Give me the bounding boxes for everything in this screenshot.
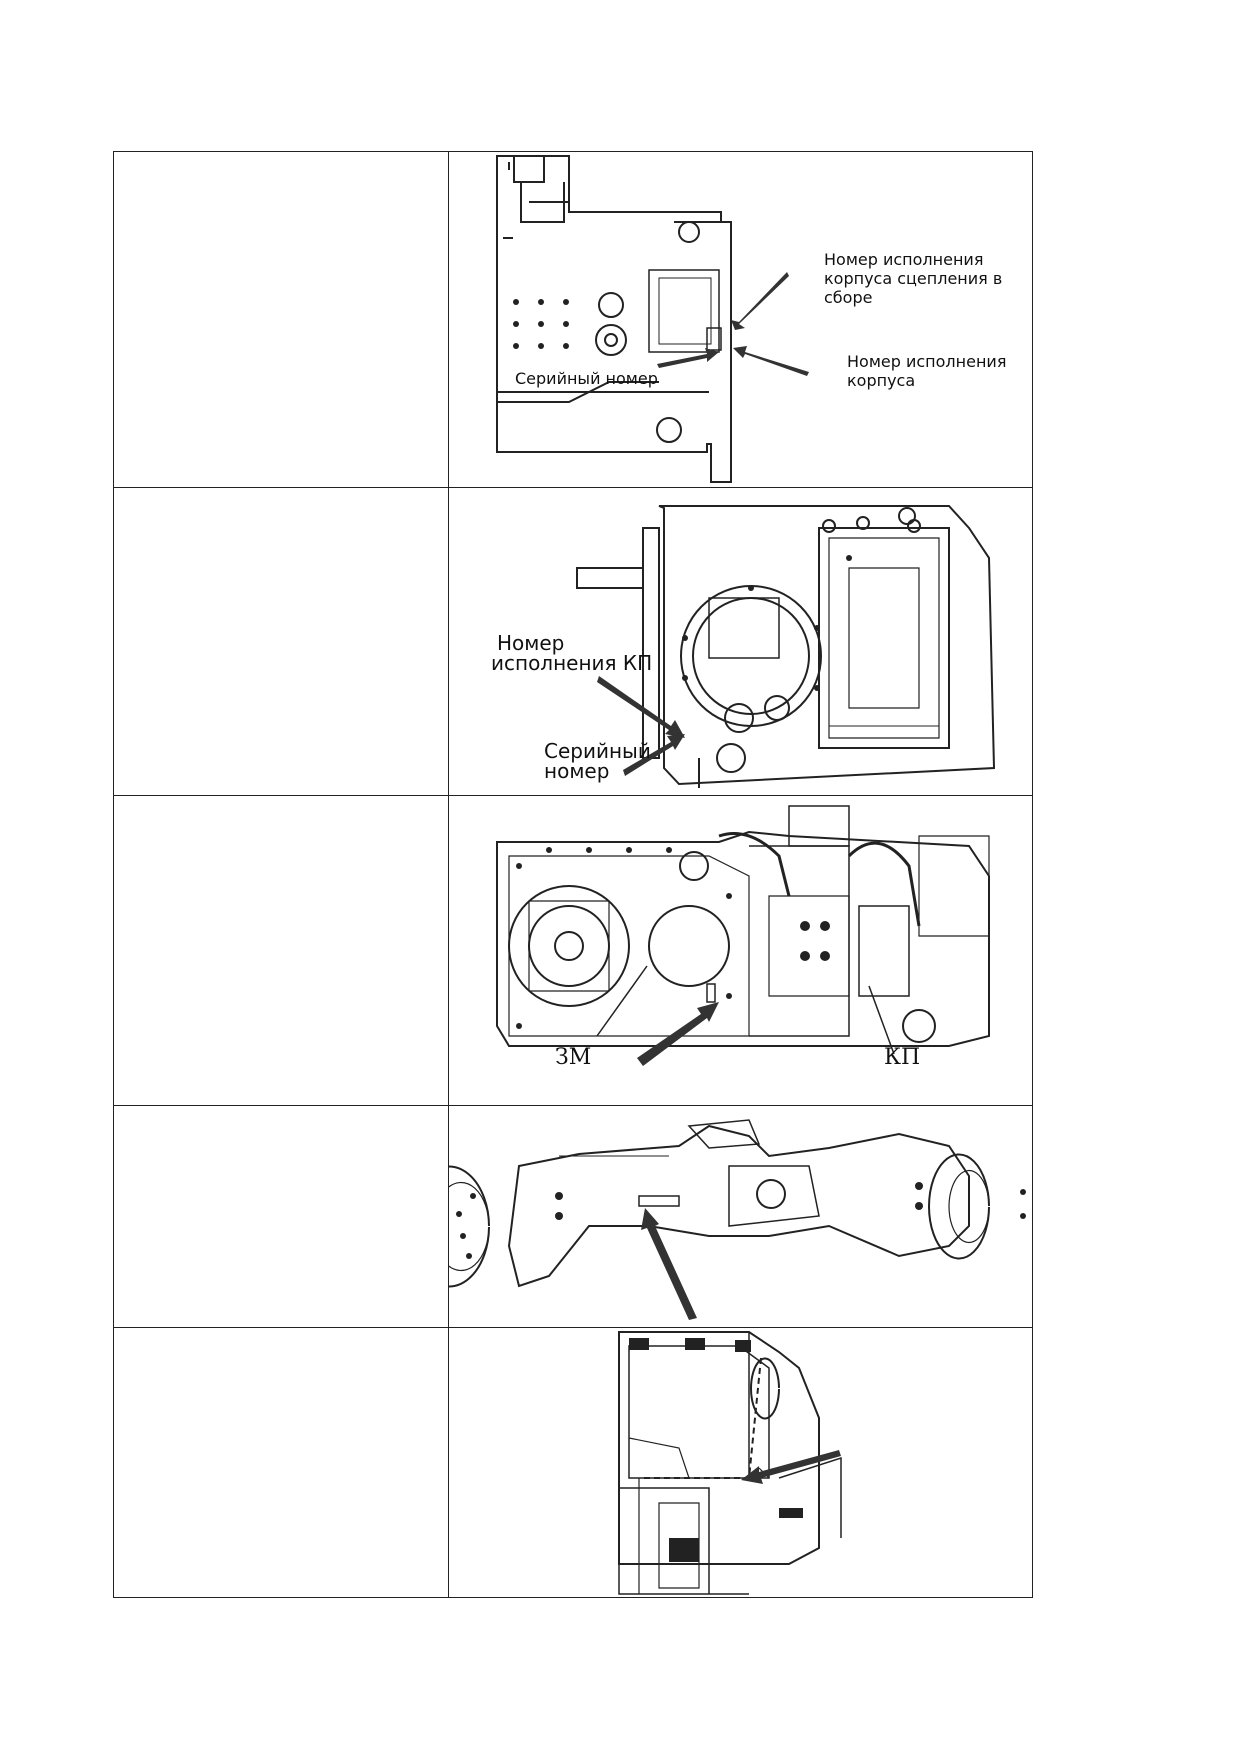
arrow-serial-number bbox=[623, 734, 685, 776]
figure-cell: Номер исполнения корпуса сцепления в сбо… bbox=[448, 151, 1033, 488]
figure-cell bbox=[448, 1105, 1033, 1328]
label-final-drive: ЗМ bbox=[555, 1045, 591, 1070]
label-body-number-1: Номер исполнения bbox=[847, 352, 1006, 371]
description-cell bbox=[113, 151, 449, 488]
description-cell bbox=[113, 487, 449, 796]
cabin-drawing bbox=[618, 1331, 842, 1595]
arrow-identification-plate bbox=[641, 1208, 697, 1320]
arrow-serial-number bbox=[657, 348, 719, 368]
arrow-clutch-number bbox=[731, 272, 789, 330]
label-gearbox-number-2: исполнения КП bbox=[491, 651, 652, 675]
description-cell bbox=[113, 1105, 449, 1328]
clutch-housing-drawing: Номер исполнения корпуса сцепления в сбо… bbox=[496, 155, 1006, 483]
label-serial-number-1: Серийный bbox=[544, 739, 651, 763]
figure-cell: ЗМ КП bbox=[448, 795, 1033, 1106]
label-clutch-number-1: Номер исполнения bbox=[824, 250, 983, 269]
label-clutch-number-3: сборе bbox=[824, 288, 872, 307]
arrow-identification-plate bbox=[741, 1450, 841, 1484]
transmission-assembly-drawing: ЗМ КП bbox=[496, 805, 990, 1070]
label-body-number-2: корпуса bbox=[847, 371, 915, 390]
table-row bbox=[113, 1105, 1033, 1328]
description-cell bbox=[113, 1327, 449, 1598]
label-clutch-number-2: корпуса сцепления в bbox=[824, 269, 1002, 288]
identification-table: Номер исполнения корпуса сцепления в сбо… bbox=[113, 151, 1033, 1598]
description-cell bbox=[113, 795, 449, 1106]
label-gearbox-number-1: Номер bbox=[497, 631, 564, 655]
table-row: ЗМ КП bbox=[113, 795, 1033, 1106]
table-row bbox=[113, 1327, 1033, 1598]
arrow-identification-plate bbox=[637, 1002, 719, 1066]
arrow-gearbox-number bbox=[597, 676, 685, 738]
table-row: Номер исполнения корпуса сцепления в сбо… bbox=[113, 151, 1033, 488]
gearbox-drawing: Номер исполнения КП Серийный номер bbox=[491, 505, 996, 788]
label-serial-number-2: номер bbox=[544, 759, 609, 783]
table-row: Номер исполнения КП Серийный номер bbox=[113, 487, 1033, 796]
label-serial-number: Серийный номер bbox=[515, 369, 658, 388]
front-axle-drawing bbox=[449, 1119, 1026, 1320]
arrow-body-number bbox=[733, 346, 809, 376]
label-gearbox: КП bbox=[884, 1045, 920, 1070]
figure-cell bbox=[448, 1327, 1033, 1598]
figure-cell: Номер исполнения КП Серийный номер bbox=[448, 487, 1033, 796]
